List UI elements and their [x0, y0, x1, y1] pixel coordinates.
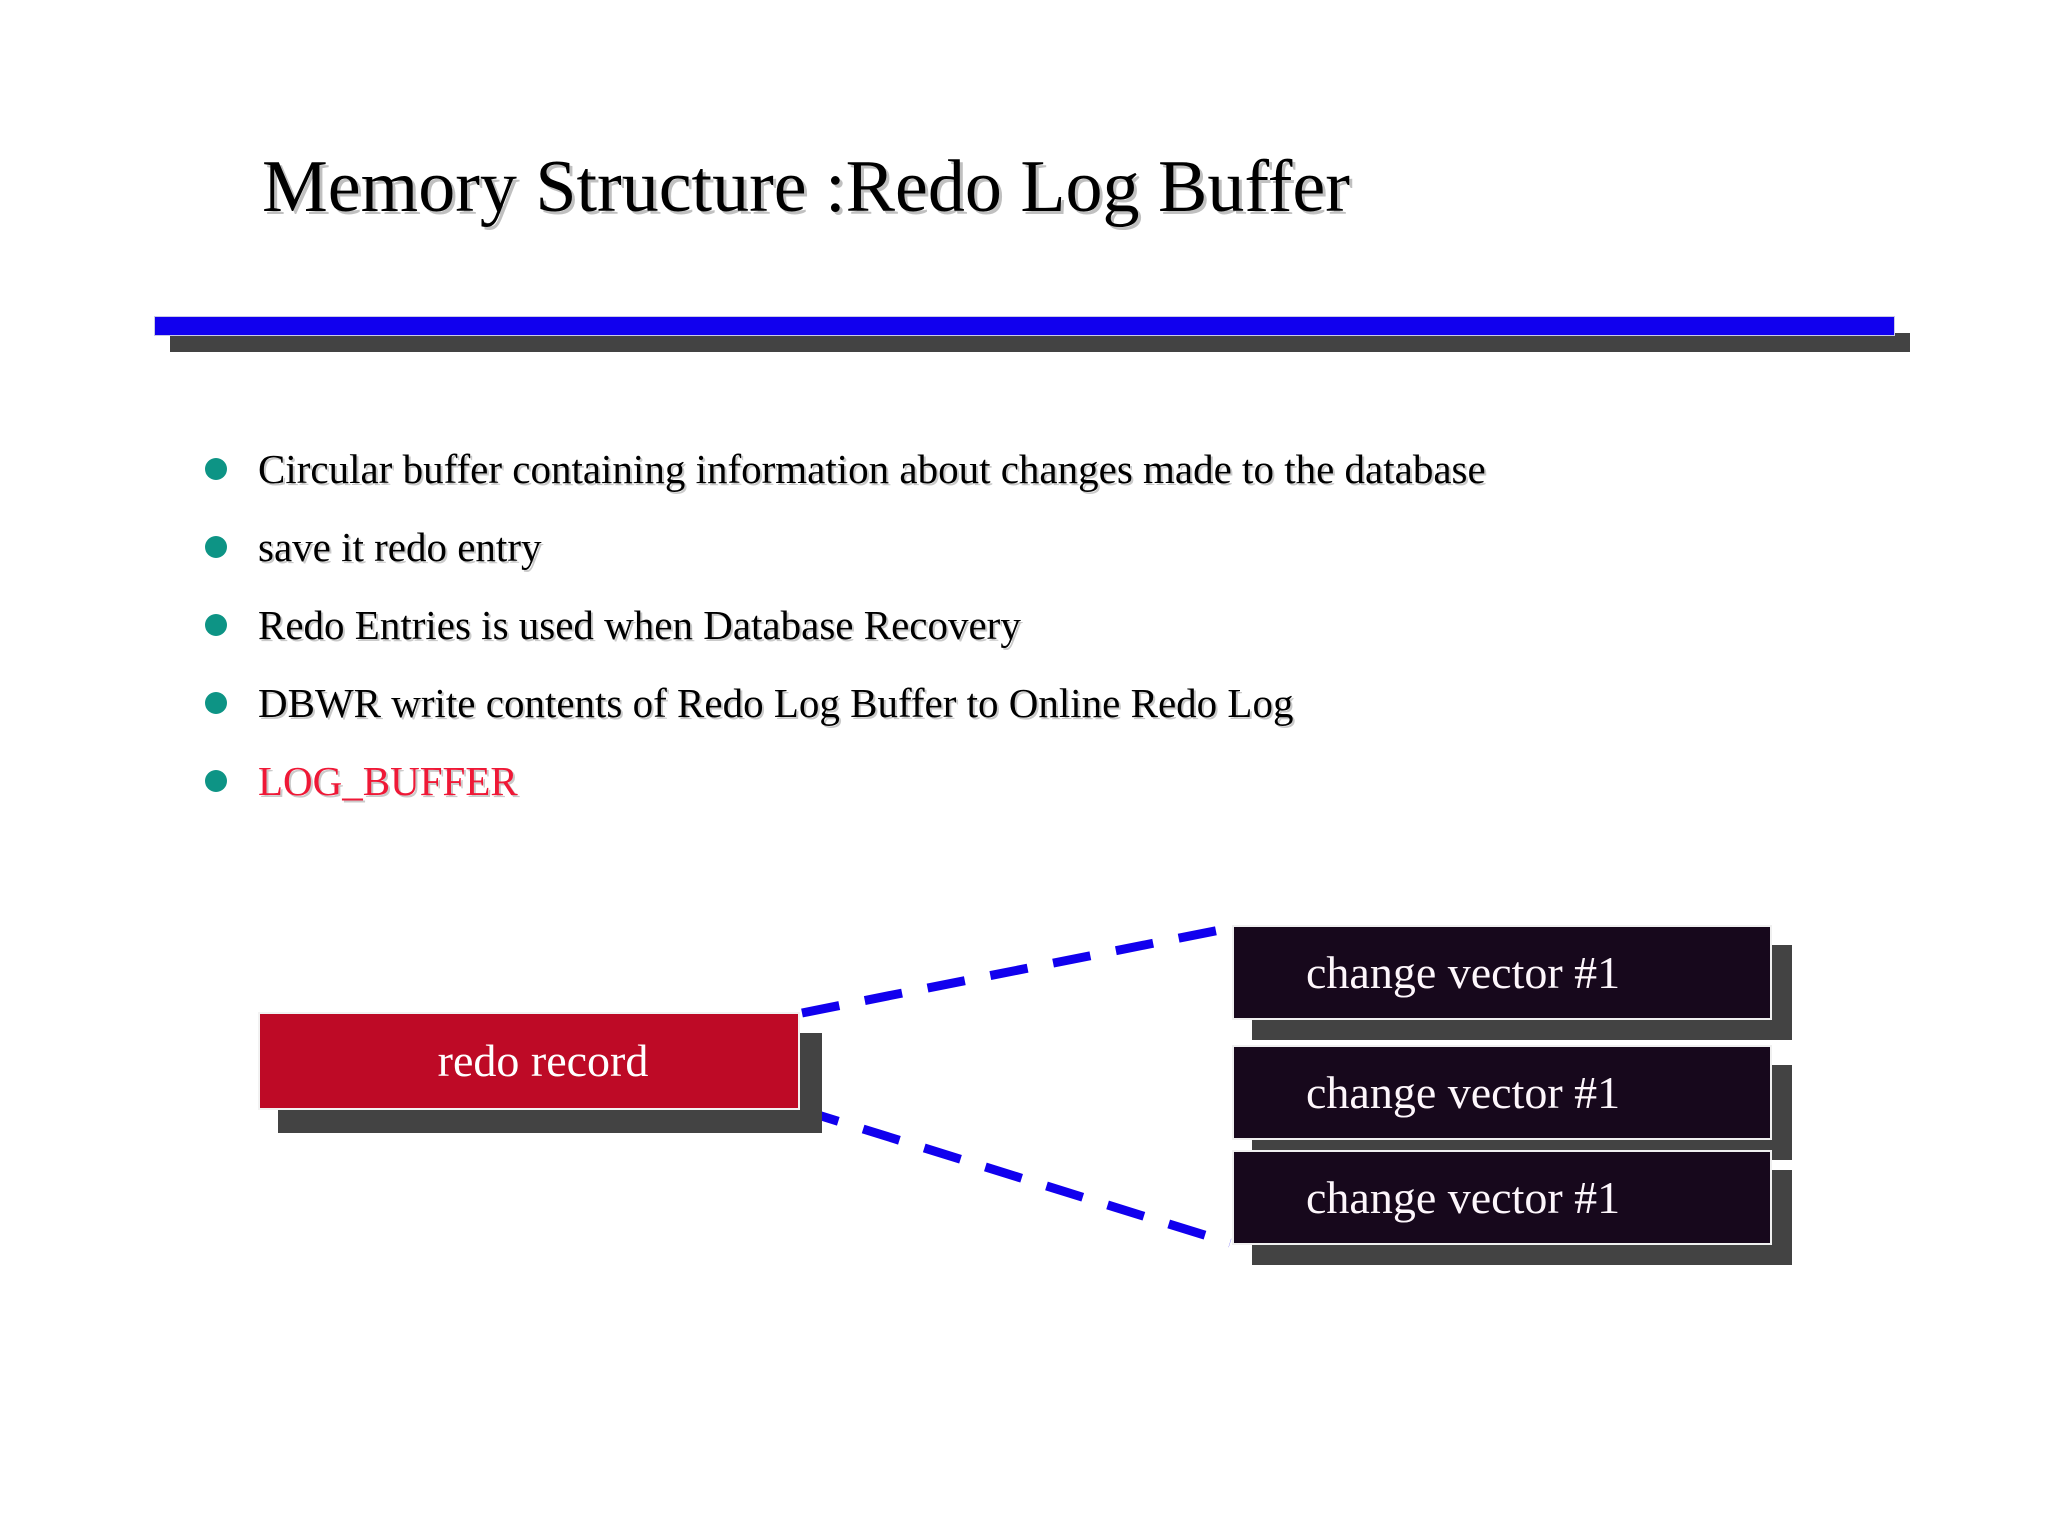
connector-line-top: [801, 923, 1231, 1018]
change-vector-label-1: change vector #1: [1306, 946, 1621, 998]
change-vector-label-3: change vector #1: [1306, 1171, 1621, 1223]
list-item: save it redo entry: [205, 508, 1805, 586]
bullet-list: Circular buffer containing information a…: [205, 430, 1805, 820]
change-vector-box-2[interactable]: change vector #1: [1232, 1045, 1772, 1140]
bullet-dot-icon: [205, 614, 227, 636]
list-item: LOG_BUFFER: [205, 742, 1805, 820]
divider-accent-bar: [154, 316, 1895, 336]
change-vector-shadow-3: [1252, 1170, 1792, 1265]
change-vector-shadow-1: [1252, 945, 1792, 1040]
list-item-label-highlighted: LOG_BUFFER: [258, 757, 518, 804]
bullet-dot-icon: [205, 692, 227, 714]
redo-record-box[interactable]: redo record: [258, 1012, 800, 1110]
change-vector-box-3[interactable]: change vector #1: [1232, 1150, 1772, 1245]
list-item-label: Circular buffer containing information a…: [258, 445, 1486, 492]
bullet-dot-icon: [205, 458, 227, 480]
bullet-dot-icon: [205, 536, 227, 558]
page-title: Memory Structure :Redo Log Buffer: [262, 146, 1350, 228]
bullet-dot-icon: [205, 770, 227, 792]
list-item: Circular buffer containing information a…: [205, 430, 1805, 508]
redo-record-label: redo record: [437, 1035, 649, 1086]
list-item-label: DBWR write contents of Redo Log Buffer t…: [258, 679, 1294, 726]
list-item: Redo Entries is used when Database Recov…: [205, 586, 1805, 664]
change-vector-label-2: change vector #1: [1306, 1066, 1621, 1118]
list-item-label: Redo Entries is used when Database Recov…: [258, 601, 1021, 648]
change-vector-box-1[interactable]: change vector #1: [1232, 925, 1772, 1020]
list-item: DBWR write contents of Redo Log Buffer t…: [205, 664, 1805, 742]
connector-line-bottom: [800, 1105, 1232, 1248]
change-vector-shadow-2: [1252, 1065, 1792, 1160]
redo-record-shadow: [278, 1033, 822, 1133]
list-item-label: save it redo entry: [258, 523, 542, 570]
divider-shadow: [170, 333, 1910, 352]
